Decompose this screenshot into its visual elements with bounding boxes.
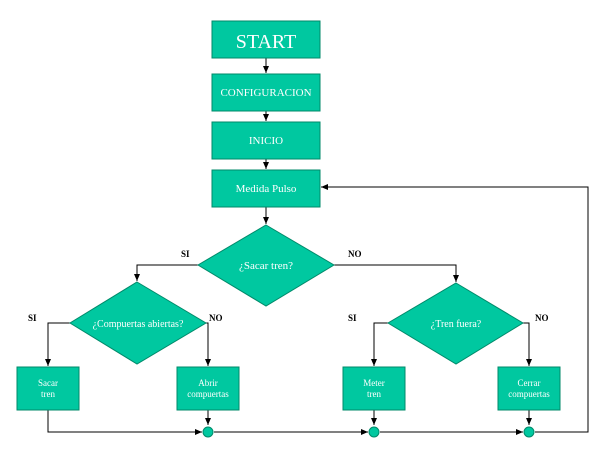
arrow-sacar-no [334, 264, 459, 282]
abrir-compuertas-label-2: compuertas [187, 389, 229, 399]
meter-tren-node: Meter tren [342, 366, 406, 411]
branch-label-si-compuertas: SI [28, 313, 37, 323]
connectors [45, 58, 589, 435]
cerrar-compuertas-node: Cerrar compuertas [497, 366, 561, 411]
start-node: START [211, 20, 321, 59]
arrow-loop-back [321, 184, 589, 433]
tren-fuera-decision-label: ¿Tren fuera? [431, 319, 482, 330]
branch-label-no-compuertas: NO [209, 313, 223, 323]
tren-fuera-decision: ¿Tren fuera? [387, 282, 524, 365]
cerrar-compuertas-label-2: compuertas [508, 389, 550, 399]
arrow-sacar-join [47, 410, 202, 435]
sacar-tren-decision-label: ¿Sacar tren? [239, 260, 293, 272]
medida-pulso-label: Medida Pulso [236, 183, 297, 195]
branch-label-no-tren: NO [535, 313, 549, 323]
junction-2 [368, 426, 380, 438]
branch-label-si-tren: SI [348, 313, 357, 323]
meter-tren-label-1: Meter [363, 378, 385, 388]
arrow-sacar-si [134, 264, 198, 281]
arrow-compuertas-no [205, 322, 211, 366]
medida-pulso-node: Medida Pulso [211, 169, 321, 208]
inicio-node: INICIO [211, 121, 321, 160]
sacar-tren-label-1: Sacar [38, 378, 58, 388]
cerrar-compuertas-label-1: Cerrar [518, 378, 541, 388]
start-label: START [236, 31, 297, 53]
sacar-tren-label-2: tren [41, 389, 55, 399]
sacar-tren-decision: ¿Sacar tren? [197, 224, 335, 307]
arrow-tren-si [371, 322, 388, 366]
meter-tren-label-2: tren [367, 389, 381, 399]
configuracion-node: CONFIGURACION [211, 73, 321, 112]
arrow-tren-no [523, 322, 532, 366]
arrow-compuertas-si [45, 322, 70, 366]
branch-label-no-sacar: NO [348, 249, 362, 259]
compuertas-decision: ¿Compuertas abiertas? [69, 281, 207, 365]
sacar-tren-node: Sacar tren [16, 366, 80, 411]
junction-3 [523, 426, 535, 438]
inicio-label: INICIO [249, 135, 283, 147]
abrir-compuertas-label-1: Abrir [198, 378, 218, 388]
branch-label-si-sacar: SI [181, 249, 190, 259]
abrir-compuertas-node: Abrir compuertas [176, 366, 240, 411]
junction-1 [202, 426, 214, 438]
compuertas-decision-label: ¿Compuertas abiertas? [93, 319, 184, 330]
configuracion-label: CONFIGURACION [220, 87, 311, 99]
